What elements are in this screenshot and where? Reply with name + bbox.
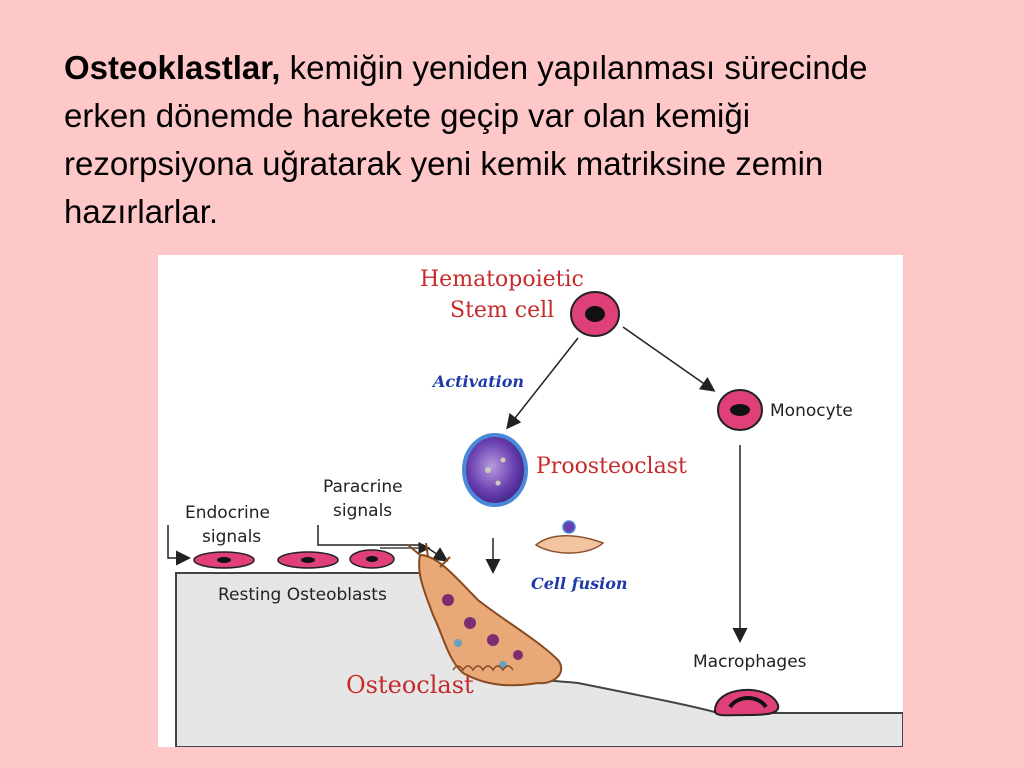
osteoclast-diagram: Hematopoietic Stem cell Activation Monoc… xyxy=(158,255,903,747)
paracrine-label-line1: Paracrine xyxy=(323,477,403,497)
proosteoclast-label: Proosteoclast xyxy=(536,454,687,479)
osteoclast-label: Osteoclast xyxy=(346,671,474,699)
paragraph-body: kemiğin yeniden yapılanması süre­cinde e… xyxy=(64,49,868,230)
macrophages-label: Macrophages xyxy=(693,652,807,672)
arrow-to-monocyte xyxy=(622,326,716,392)
endocrine-label-line1: Endocrine xyxy=(185,503,270,523)
cell-fusion-label: Cell fusion xyxy=(531,574,628,593)
activation-label: Activation xyxy=(431,372,524,391)
slide-paragraph: Osteoklastlar, kemiğin yeniden yapılanma… xyxy=(64,44,944,236)
stem-cell-label-line2: Stem cell xyxy=(450,298,554,323)
proosteoclast-icon xyxy=(462,433,528,507)
paracrine-arrow xyxy=(317,525,449,562)
paragraph-lead: Osteoklastlar, xyxy=(64,49,281,86)
endocrine-bracket xyxy=(167,525,191,566)
diagram-canvas: Hematopoietic Stem cell Activation Monoc… xyxy=(167,267,903,747)
fusing-cell-icon xyxy=(534,535,605,554)
arrow-to-proosteoclast xyxy=(506,337,579,430)
monocyte-label: Monocyte xyxy=(770,401,853,421)
osteoclast-icon xyxy=(418,553,563,687)
paracrine-label-line2: signals xyxy=(333,501,392,521)
resting-osteoblasts-label: Resting Osteoblasts xyxy=(218,585,387,605)
macrophage-icon xyxy=(713,688,780,717)
endocrine-label-line2: signals xyxy=(202,527,261,547)
stem-cell-label-line1: Hematopoietic xyxy=(420,267,584,292)
